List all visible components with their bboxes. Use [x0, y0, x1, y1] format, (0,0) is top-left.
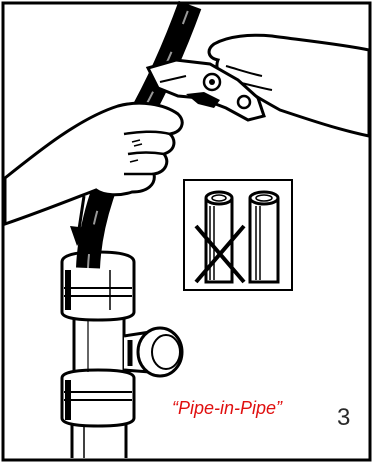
caption-label: “Pipe-in-Pipe” [172, 398, 282, 419]
step-number: 3 [337, 404, 350, 432]
pipe-clean-icon [250, 192, 278, 282]
comparison-inset [184, 180, 292, 290]
